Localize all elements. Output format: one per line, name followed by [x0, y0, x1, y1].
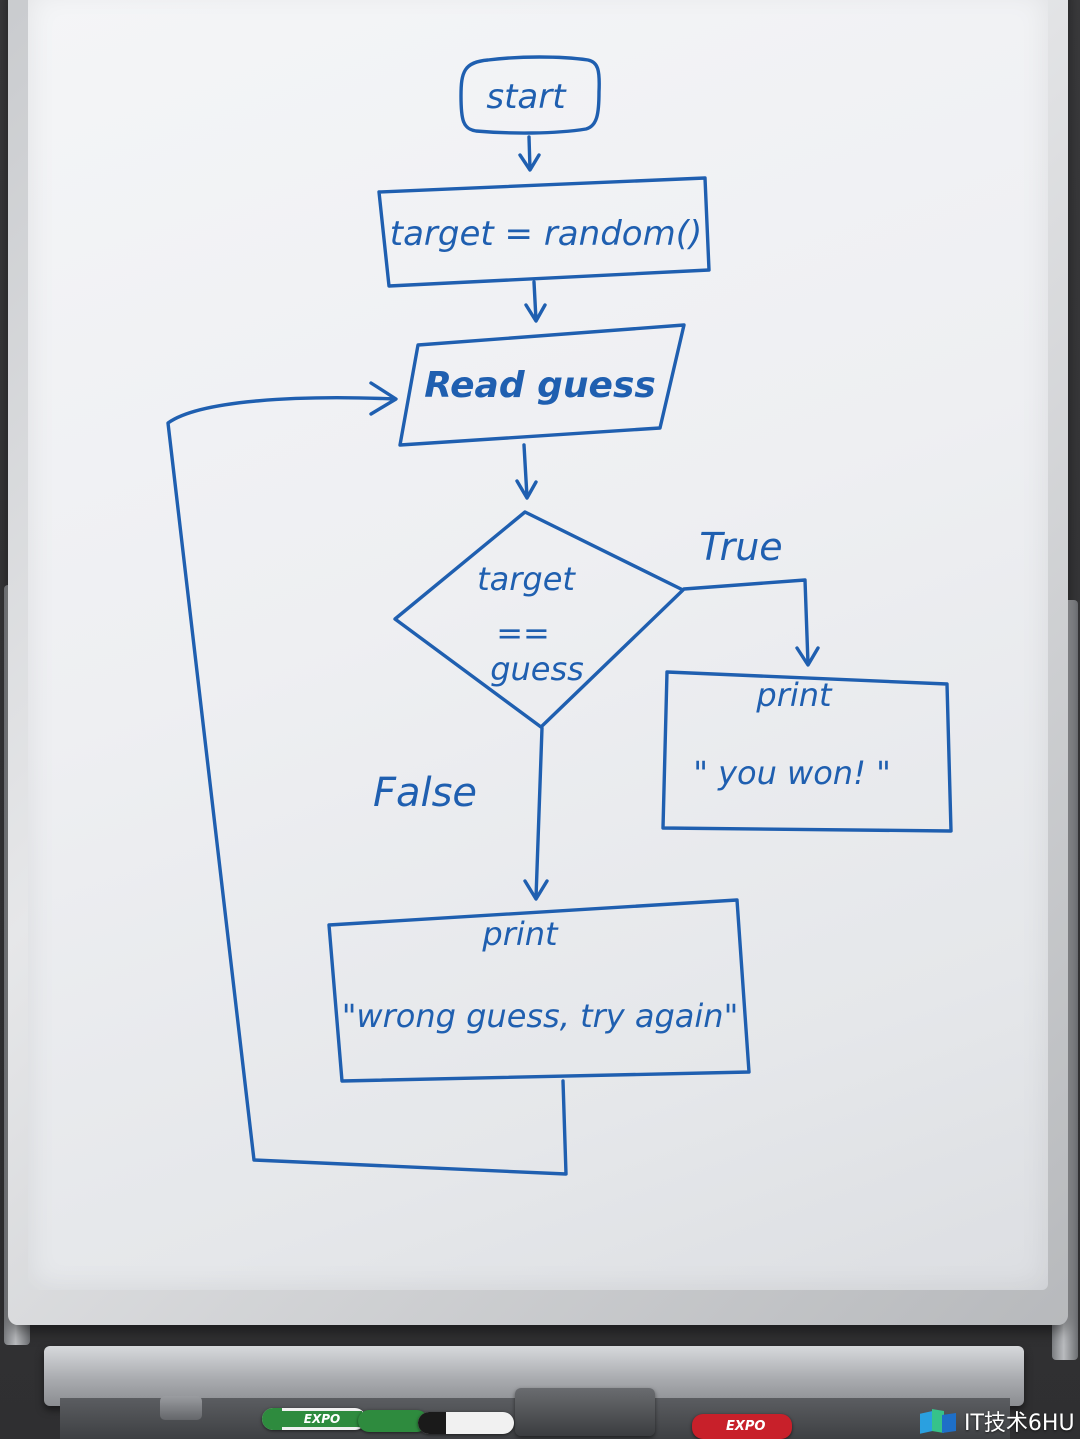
- node-retry-line-2: "wrong guess, try again": [342, 997, 739, 1035]
- node-start-label: start: [486, 77, 567, 117]
- edge-input-decision-arrowhead: [515, 479, 538, 500]
- watermark-logo-icon: [918, 1408, 958, 1434]
- edge-assign-input: [524, 280, 547, 323]
- node-start: start: [459, 55, 601, 135]
- eraser[interactable]: [515, 1388, 655, 1436]
- node-win-line-2: " you won! ": [693, 754, 891, 792]
- node-retry-shape: [327, 898, 751, 1083]
- node-decision-line-3: guess: [490, 650, 584, 688]
- edge-retry-input-arrowhead: [369, 381, 398, 416]
- marker-green-expo-cap: [262, 1408, 282, 1430]
- edge-retry-input-line: [166, 396, 568, 1176]
- edge-retry-input: [166, 381, 568, 1176]
- node-retry: print "wrong guess, try again": [327, 898, 751, 1083]
- node-win-line-1: print: [755, 676, 833, 714]
- watermark-text: IT技术6HU: [964, 1411, 1075, 1436]
- node-win-shape: [661, 670, 953, 833]
- node-decision: target == guess: [393, 510, 685, 729]
- marker-green-expo-band: EXPO: [282, 1411, 362, 1427]
- marker-red-expo[interactable]: EXPO: [692, 1414, 792, 1439]
- marker-green[interactable]: [358, 1410, 428, 1432]
- edge-decision-win-arrowhead: [795, 646, 820, 667]
- edge-decision-win: True: [682, 525, 820, 667]
- edge-assign-input-line: [532, 280, 538, 322]
- marker-black-cap: [418, 1412, 446, 1434]
- edge-start-assign-arrowhead: [518, 153, 541, 172]
- edge-assign-input-arrowhead: [524, 303, 547, 323]
- edge-decision-win-line: [682, 578, 810, 666]
- watermark: IT技术6HU: [918, 1404, 1075, 1438]
- node-input-label: Read guess: [424, 365, 656, 406]
- edge-input-decision: [515, 443, 538, 500]
- edge-decision-retry-label: False: [373, 770, 477, 816]
- edge-decision-retry-arrowhead: [523, 879, 549, 901]
- edge-input-decision-line: [522, 443, 529, 499]
- node-assign-shape: [377, 176, 711, 288]
- edge-start-assign: [518, 135, 541, 172]
- node-input-shape: [398, 323, 686, 447]
- node-win: print " you won! ": [661, 670, 953, 833]
- node-assign: target = random(): [377, 176, 711, 288]
- marker-black[interactable]: [418, 1412, 514, 1434]
- node-decision-line-1: target: [477, 560, 576, 598]
- tray-clip-left: [160, 1396, 202, 1420]
- node-decision-line-2: ==: [496, 614, 550, 652]
- edge-decision-retry: False: [373, 726, 549, 901]
- node-start-shape: [459, 55, 601, 135]
- node-assign-label: target = random(): [390, 214, 702, 254]
- edge-decision-retry-line: [534, 726, 544, 900]
- edge-start-assign-line: [527, 135, 532, 171]
- edge-decision-win-label: True: [699, 525, 782, 569]
- node-retry-line-1: print: [481, 915, 559, 953]
- node-input: Read guess: [398, 323, 686, 447]
- marker-red-expo-label: EXPO: [726, 1419, 766, 1434]
- marker-green-expo[interactable]: EXPO: [262, 1408, 366, 1430]
